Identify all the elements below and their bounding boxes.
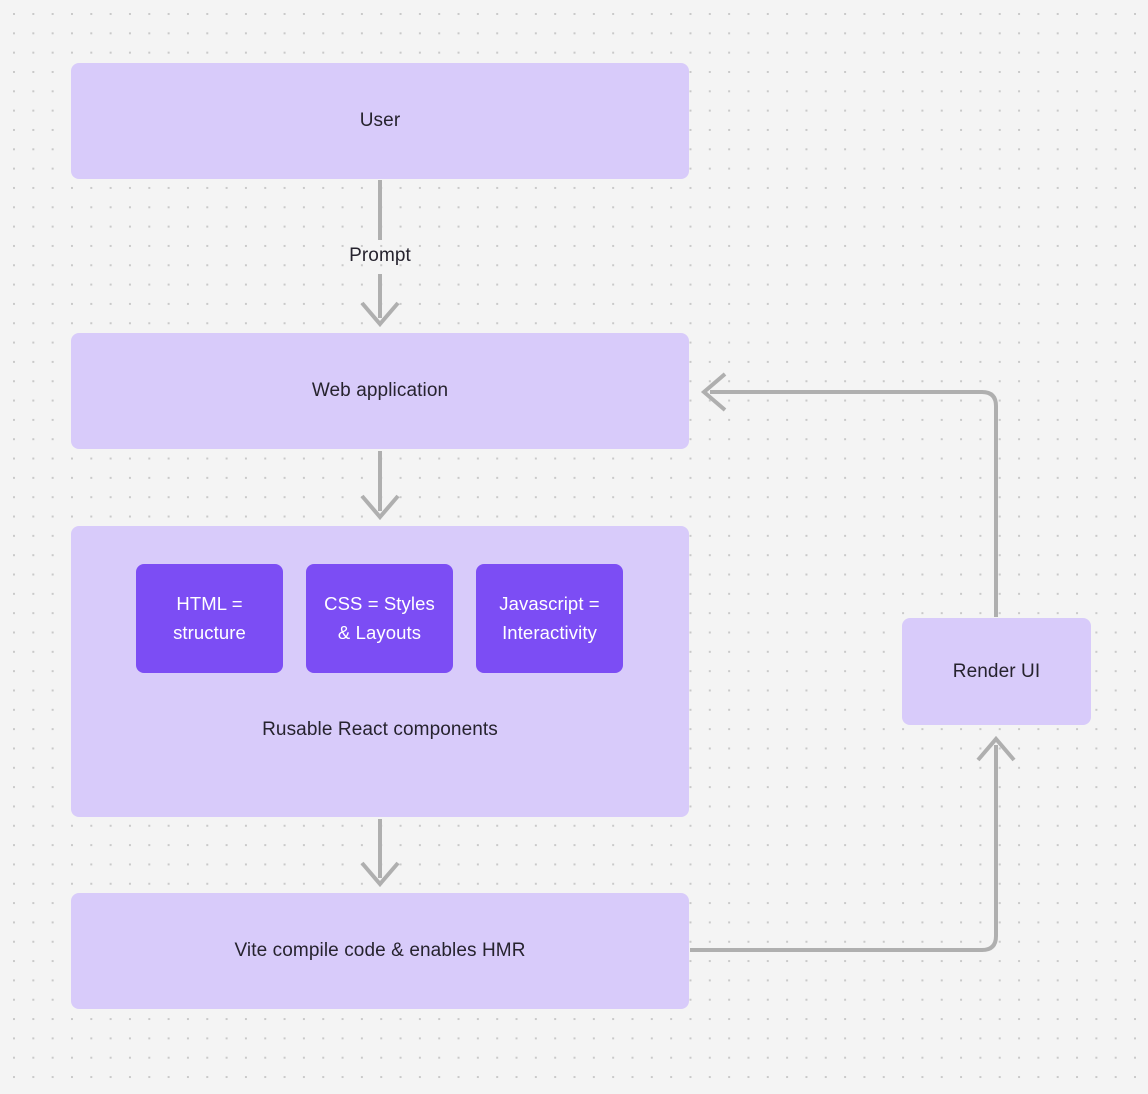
edge-segment-vite-render <box>690 745 998 952</box>
node-render-ui-label: Render UI <box>952 660 1041 682</box>
arrowhead-down-components <box>360 494 400 521</box>
edge-vite-to-render <box>690 735 1016 952</box>
arrowhead-left-webapp <box>700 372 727 412</box>
arrowhead-down-vite <box>360 861 400 888</box>
subnode-css[interactable]: CSS = Styles & Layouts <box>306 564 453 673</box>
arrowhead-down-webapp <box>360 301 400 328</box>
node-reusable-react-components-label: Rusable React components <box>262 719 498 740</box>
arrowhead-up-render <box>976 735 1016 762</box>
edge-label-prompt: Prompt <box>280 245 480 267</box>
edge-label-prompt-text: Prompt <box>349 245 411 266</box>
node-web-application[interactable]: Web application <box>71 333 689 449</box>
edge-render-to-webapp <box>700 372 998 617</box>
edge-webapp-to-components <box>360 451 400 521</box>
node-vite-label: Vite compile code & enables HMR <box>234 940 526 962</box>
edge-segment-render-webapp <box>710 390 998 617</box>
node-reusable-react-components-label-wrap: Rusable React components <box>71 719 689 741</box>
node-web-application-label: Web application <box>311 380 449 402</box>
subnode-html[interactable]: HTML = structure <box>136 564 283 673</box>
node-vite[interactable]: Vite compile code & enables HMR <box>71 893 689 1009</box>
node-render-ui[interactable]: Render UI <box>902 618 1091 725</box>
node-user[interactable]: User <box>71 63 689 179</box>
subnode-html-label: HTML = structure <box>173 592 246 643</box>
subnode-css-label: CSS = Styles & Layouts <box>324 592 435 643</box>
subnode-javascript-label: Javascript = Interactivity <box>499 592 600 643</box>
edge-components-to-vite <box>360 819 400 888</box>
node-user-label: User <box>359 110 401 132</box>
subnode-javascript[interactable]: Javascript = Interactivity <box>476 564 623 673</box>
